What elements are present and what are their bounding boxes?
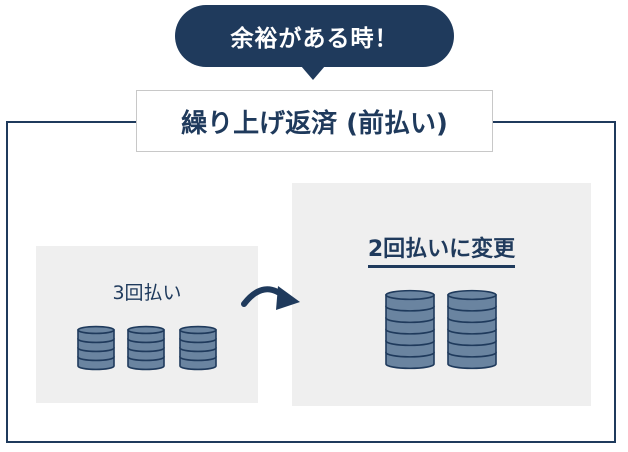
right-panel-label: 2回払いに変更 [292, 231, 591, 268]
left-panel-label: 3回払い [112, 282, 182, 304]
coin-stack-icon [385, 289, 435, 370]
coin-top [127, 325, 165, 335]
right-panel: 2回払いに変更 [292, 183, 591, 406]
coin-stack-icon [179, 325, 217, 371]
coin-top [77, 325, 115, 335]
left-panel: 3回払い [36, 246, 258, 403]
bubble-text: 余裕がある時！ [230, 26, 399, 52]
coin-top [385, 289, 435, 301]
coin-stack-icon [77, 325, 115, 371]
speech-bubble: 余裕がある時！ [175, 5, 454, 67]
speech-bubble-tail [301, 66, 325, 80]
curved-arrow-right-icon [241, 286, 300, 310]
coin-stack-icon [127, 325, 165, 371]
page-title: 繰り上げ返済 (前払い) [136, 90, 493, 152]
coin-top [447, 289, 497, 301]
right-panel-label-text: 2回払いに変更 [367, 237, 516, 268]
title-text: 繰り上げ返済 (前払い) [181, 108, 448, 139]
coin-top [179, 325, 217, 335]
coin-stack-icon [447, 289, 497, 370]
